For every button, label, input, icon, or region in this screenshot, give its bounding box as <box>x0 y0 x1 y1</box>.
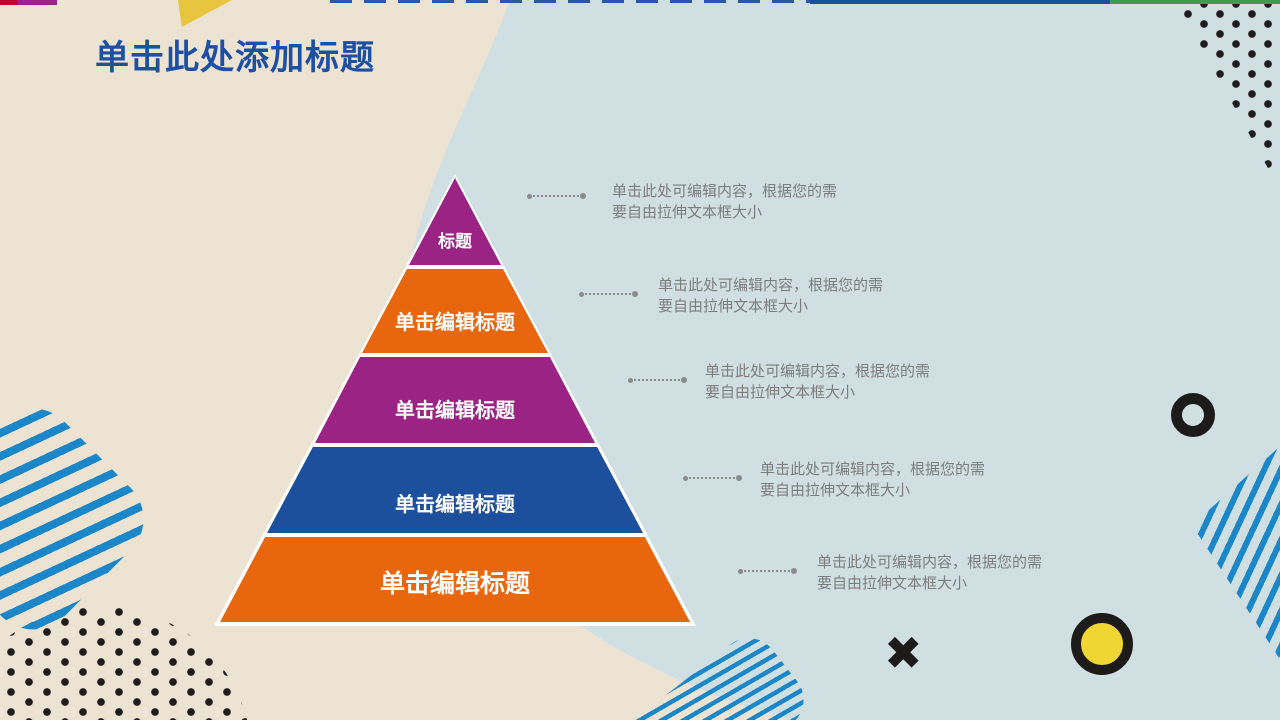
annotation-line: 单击此处可编辑内容，根据您的需 <box>760 461 986 478</box>
annotation-line: 单击此处可编辑内容，根据您的需 <box>658 277 884 294</box>
annotation-line: 单击此处可编辑内容，根据您的需 <box>705 363 931 380</box>
slide-title[interactable]: 单击此处添加标题 <box>95 39 375 77</box>
annotation-line: 单击此处可编辑内容，根据您的需 <box>817 554 1043 571</box>
annotation-line: 要自由拉伸文本框大小 <box>612 204 763 221</box>
leader-line-4 <box>683 475 742 481</box>
annotation-line: 要自由拉伸文本框大小 <box>817 575 968 592</box>
ring-icon <box>1171 393 1215 437</box>
annotation-text-2[interactable]: 单击此处可编辑内容，根据您的需 要自由拉伸文本框大小 <box>658 275 948 317</box>
annotation-text-3[interactable]: 单击此处可编辑内容，根据您的需 要自由拉伸文本框大小 <box>705 361 995 403</box>
top-dashed-line <box>330 0 810 3</box>
annotation-line: 要自由拉伸文本框大小 <box>760 482 911 499</box>
top-bar-purple <box>18 0 57 5</box>
leader-line-1 <box>527 193 586 199</box>
pyramid-level-5[interactable]: 单击编辑标题 <box>220 537 690 622</box>
cross-icon: ✖ <box>884 627 923 679</box>
annotation-line: 要自由拉伸文本框大小 <box>705 384 856 401</box>
top-bar-red <box>0 0 18 5</box>
annotation-line: 单击此处可编辑内容，根据您的需 <box>612 183 838 200</box>
annotation-text-4[interactable]: 单击此处可编辑内容，根据您的需 要自由拉伸文本框大小 <box>760 459 1050 501</box>
annotation-line: 要自由拉伸文本框大小 <box>658 298 809 315</box>
pyramid-level-4[interactable]: 单击编辑标题 <box>267 447 643 533</box>
annotation-text-1[interactable]: 单击此处可编辑内容，根据您的需 要自由拉伸文本框大小 <box>612 181 902 223</box>
leader-line-5 <box>738 568 797 574</box>
yellow-circle-icon <box>1071 613 1133 675</box>
leader-line-2 <box>579 291 638 297</box>
pyramid-level-3[interactable]: 单击编辑标题 <box>315 357 595 443</box>
annotation-text-5[interactable]: 单击此处可编辑内容，根据您的需 要自由拉伸文本框大小 <box>817 552 1107 594</box>
top-bar-blue <box>810 0 1110 4</box>
leader-line-3 <box>628 377 687 383</box>
top-bar-green <box>1110 0 1280 4</box>
